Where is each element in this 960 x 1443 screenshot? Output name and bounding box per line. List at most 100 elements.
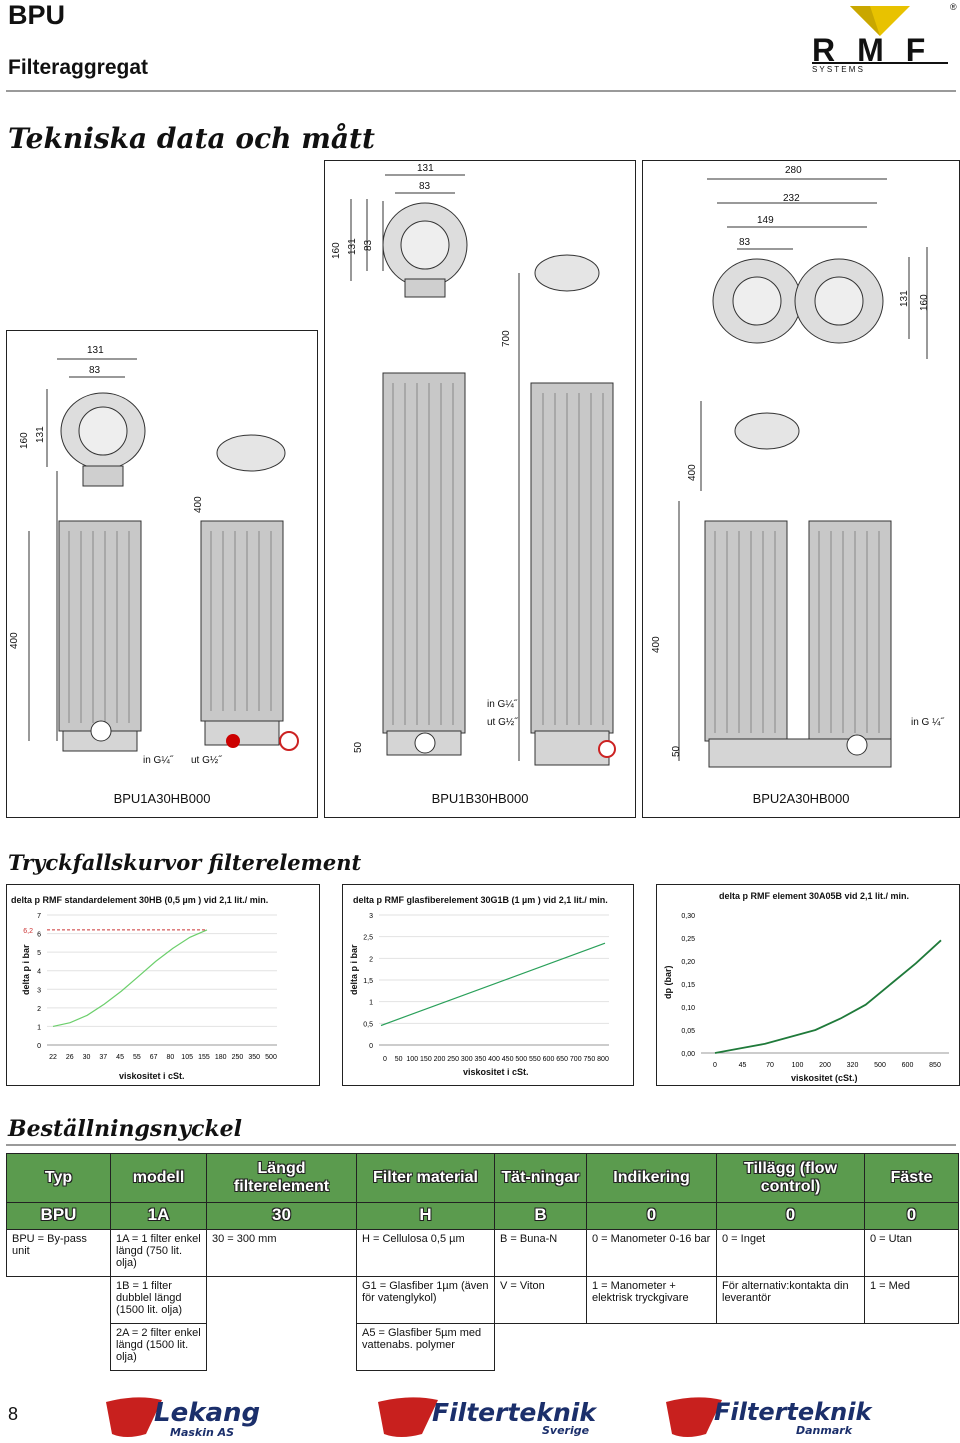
chart-xtick: 37 [99,1054,107,1061]
dim-height-160: 160 [331,242,342,259]
port-in: in G¼˝ [487,699,518,710]
dim-height-131: 131 [347,238,358,255]
chart-annotation: 6,2 [23,928,33,935]
key-header-faste: Fäste [864,1153,959,1203]
chart-ytick: 0,05 [681,1028,695,1035]
key-option-cell: V = Viton [494,1276,587,1324]
dim-height-160: 160 [919,294,930,311]
key-header-row: Typ modell Längd filterelement Filter ma… [6,1153,959,1203]
chart-ytick: 0,30 [681,913,695,920]
chart-xtick: 55 [133,1054,141,1061]
chart-xtick: 500 [515,1056,527,1063]
chart-xtick: 0 [383,1056,387,1063]
key-option-cell: A5 = Glasfiber 5µm med vattenabs. polyme… [356,1323,495,1371]
dim-width-83: 83 [89,365,101,376]
lekang-logo: Lekang Maskin AS [106,1394,260,1440]
chart-xtick: 650 [556,1056,568,1063]
chart-ytick: 3 [37,987,41,994]
key-code-row: BPU 1A 30 H B 0 0 0 [6,1202,959,1230]
order-divider [6,1144,956,1146]
chart-ytick: 0,10 [681,1005,695,1012]
chart-panel-2: delta p RMF glasfiberelement 30G1B (1 µm… [342,884,634,1086]
port-in: in G ¼˝ [911,717,944,728]
product-title: BPU [8,0,66,30]
chart-ytick: 3 [369,913,373,920]
chart-ytick: 5 [37,950,41,957]
chart-ytick: 2 [369,956,373,963]
chart-series-line [714,939,942,1054]
chart-ytick: 0,5 [363,1021,373,1028]
chart-xtick: 500 [874,1062,886,1069]
chart-ytick: 0 [369,1043,373,1050]
key-option-cell: G1 = Glasfiber 1µm (även för vatenglykol… [356,1276,495,1324]
chart-ytick: 0,00 [681,1051,695,1058]
filterteknik-danmark-name: Filterteknik [714,1398,872,1426]
chart-xtick: 600 [902,1062,914,1069]
key-option-cell: 1B = 1 filter dubblel längd (1500 lit. o… [110,1276,207,1324]
rmf-systems: S Y S T E M S [812,62,948,74]
chart-xtick: 22 [49,1054,57,1061]
chart-ytick: 6 [37,932,41,939]
key-option-cell: H = Cellulosa 0,5 µm [356,1229,495,1277]
drawing-panel-1: 131 83 160 131 400 710 400 in G¼˝ ut G½˝… [6,330,318,818]
chart-ytick: 1,5 [363,978,373,985]
key-option-row: 2A = 2 filter enkel längd (1500 lit. olj… [7,1323,959,1371]
chart-xtick: 70 [766,1062,774,1069]
chart-xtick: 200 [434,1056,446,1063]
chart-ytick: 7 [37,913,41,920]
dim-width-83: 83 [739,237,751,248]
drawing-panel-2: 131 83 160 131 83 700 50 in G¼˝ ut G½˝ B… [324,160,636,818]
key-header-filter: Filter material [356,1153,495,1203]
chart-xtick: 80 [166,1054,174,1061]
chart-ytick: 2,5 [363,935,373,942]
chart-xtick: 200 [819,1062,831,1069]
chart-xlabel-3: viskositet (cSt.) [791,1073,858,1083]
key-header-modell: modell [110,1153,207,1203]
chart-xtick: 67 [150,1054,158,1061]
dim-height-160: 160 [19,432,30,449]
chart-xtick: 800 [597,1056,609,1063]
key-header-typ: Typ [6,1153,111,1203]
key-option-row: BPU = By-pass unit 1A = 1 filter enkel l… [6,1229,959,1277]
chart-xtick: 0 [713,1062,717,1069]
chart-series-line [380,942,606,1027]
chart-xtick: 600 [543,1056,555,1063]
chart-ytick: 1 [37,1024,41,1031]
chart-xtick: 850 [929,1062,941,1069]
chart-xtick: 105 [181,1054,193,1061]
port-out: ut G½˝ [191,755,222,766]
key-empty-cell [207,1277,357,1324]
filterteknik-danmark-sub: Danmark [796,1424,853,1437]
chart-xtick: 500 [265,1054,277,1061]
dim-height-400b: 400 [651,636,662,653]
chart-ytick: 1 [369,1000,373,1007]
ordering-key-table: Typ modell Längd filterelement Filter ma… [6,1153,959,1371]
key-option-cell: 0 = Manometer 0-16 bar [586,1229,717,1277]
key-empty-cell [495,1324,587,1371]
chart-ytick: 0,15 [681,982,695,989]
key-option-cell: B = Buna-N [494,1229,587,1277]
key-code-cell: BPU [6,1202,111,1230]
chart-xtick: 26 [66,1054,74,1061]
filterteknik-sverige-name: Filterteknik [432,1398,596,1427]
chart-xtick: 700 [570,1056,582,1063]
chart-xlabel-1: viskositet i cSt. [119,1071,185,1081]
key-option-cell: 30 = 300 mm [206,1229,357,1277]
chart-xtick: 400 [488,1056,500,1063]
dim-height-50: 50 [353,741,364,753]
lekang-logo-sub: Maskin AS [170,1426,235,1439]
chart-series-line [52,929,208,1027]
key-option-cell: 1 = Manometer + elektrisk tryckgivare [586,1276,717,1324]
dim-height-50: 50 [671,745,682,757]
filter-drawing-1 [28,358,299,752]
dim-height-83: 83 [363,239,374,251]
chart-xtick: 450 [502,1056,514,1063]
section-title-order: Beställningsnyckel [8,1116,242,1142]
chart-xtick: 45 [116,1054,124,1061]
chart-xtick: 250 [232,1054,244,1061]
dim-height-700: 700 [501,330,512,347]
key-option-cell: För alternativ:kontakta din leverantör [716,1276,865,1324]
key-code-cell: 0 [716,1202,865,1230]
key-empty-cell [865,1324,959,1371]
key-header-tatningar: Tät-ningar [494,1153,587,1203]
